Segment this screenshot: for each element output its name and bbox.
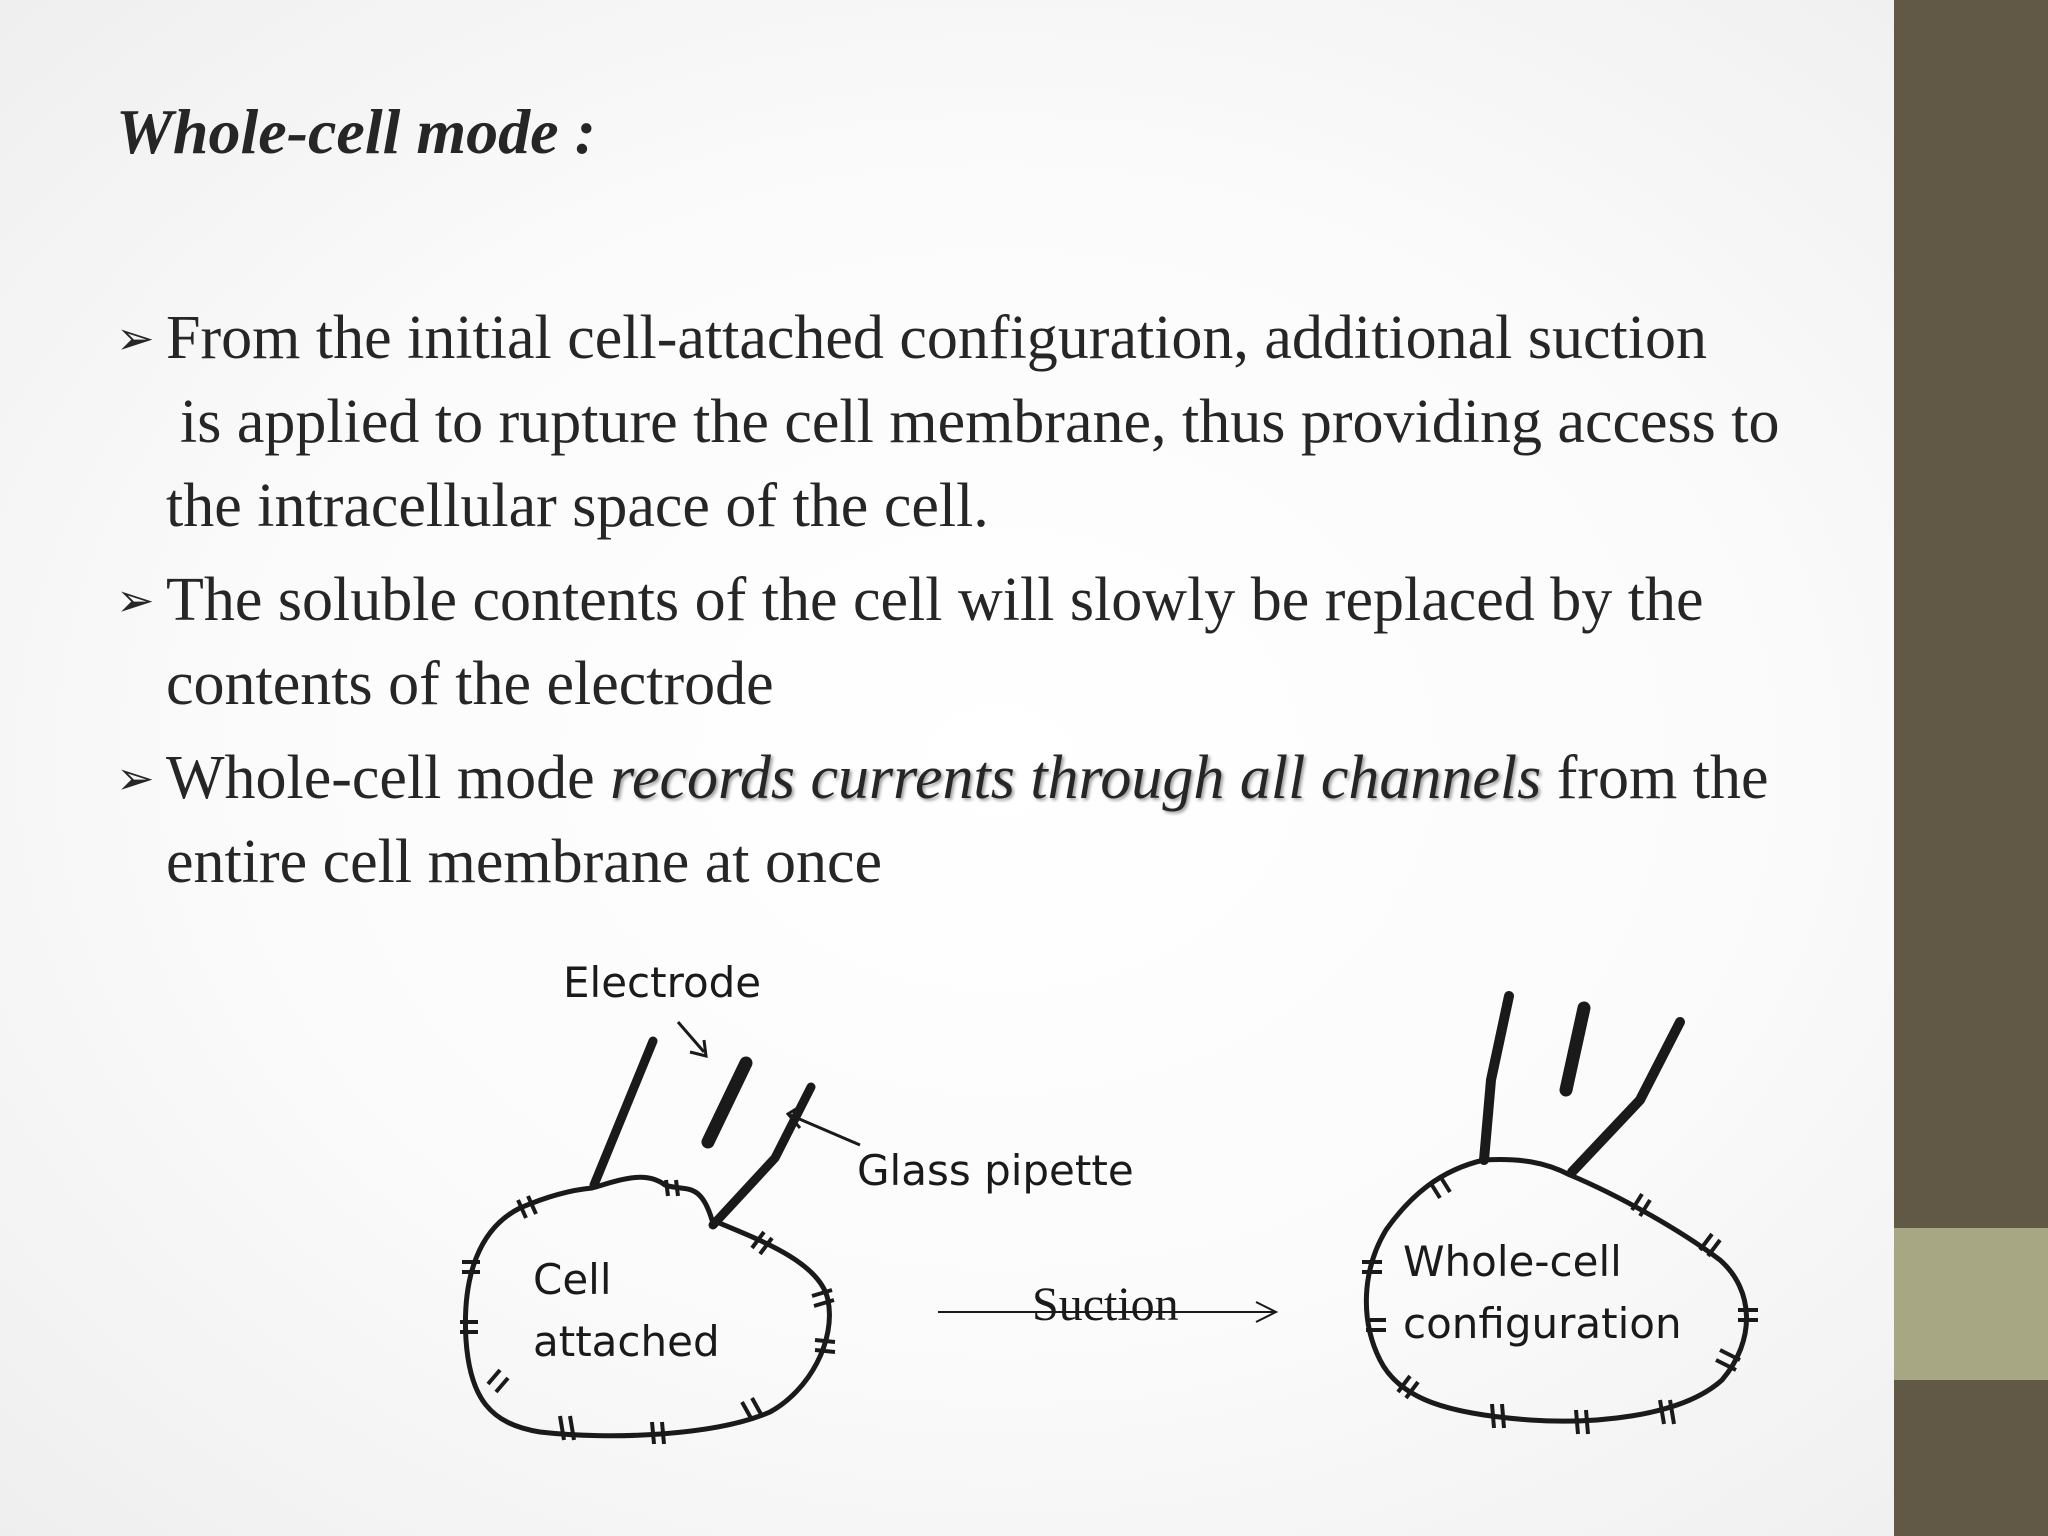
pipette-pointer-head [785,1102,805,1129]
bullet-arrow-icon: ➢ [116,573,155,627]
bullet-arrow-icon: ➢ [116,751,155,805]
whole-cell-pipette-right [1567,1017,1685,1177]
bullet-item-1: ➢ From the initial cell-attached configu… [116,296,1976,548]
bullet-1-line-3: the intracellular space of the cell. [166,472,989,540]
bullet-2-line-1: The soluble contents of the cell will sl… [166,566,1704,634]
bullet-3-line-1: Whole-cell mode records currents through… [166,736,1976,820]
suction-arrow-head [1255,1301,1279,1323]
electrode-label: Electrode [563,958,761,1007]
bullet-1-line-2: is applied to rupture the cell membrane,… [180,388,1780,456]
pipette-pointer [789,1113,861,1147]
bullet-3-emphasis: records currents through all channels [610,744,1542,812]
sidebar-accent-block [1894,1228,2048,1380]
whole-cell-pipette-left [1479,991,1514,1165]
glass-pipette-label: Glass pipette [857,1146,1134,1195]
cell-attached-label-line-2: attached [533,1317,720,1366]
bullet-3-text-start: Whole-cell mode [166,744,611,812]
bullet-1-line-1: From the initial cell-attached configura… [166,304,1707,372]
ion-channels [460,1179,836,1445]
whole-cell-membrane [1363,1157,1749,1424]
cell-attached-label-line-1: Cell [533,1255,612,1304]
suction-label: Suction [1032,1278,1179,1331]
bullet-3-text-end: from the [1541,744,1769,812]
bullet-1-line-2-wrap: is applied to rupture the cell membrane,… [166,380,1976,464]
pipette-left-wall [589,1036,658,1190]
bullet-arrow-icon: ➢ [116,311,155,365]
cell-attached-figure: Electrode Glass pipette Cell attached [460,958,1134,1445]
bullet-3-line-2: entire cell membrane at once [166,828,883,896]
whole-cell-label-line-2: configuration [1403,1299,1682,1348]
slide-title: Whole-cell mode : [116,96,596,167]
whole-cell-label-line-1: Whole-cell [1403,1237,1622,1286]
electrode-pointer [676,1021,706,1053]
whole-cell-electrode-wire [1559,1001,1591,1097]
bullet-item-2: ➢ The soluble contents of the cell will … [116,558,1976,726]
whole-cell-ion-channels [1362,1174,1758,1435]
suction-transition: Suction [938,1278,1279,1331]
bullet-item-3: ➢ Whole-cell mode records currents throu… [116,736,1976,904]
bullet-list: ➢ From the initial cell-attached configu… [116,296,1976,914]
pipette-right-wall [708,1082,816,1230]
electrode-pointer-head [689,1039,708,1058]
electrode-wire [701,1056,753,1149]
patch-clamp-diagram: Electrode Glass pipette Cell attached Su… [460,958,1758,1445]
bullet-2-line-2: contents of the electrode [166,650,774,718]
whole-cell-figure: Whole-cell configuration [1362,991,1758,1435]
cell-membrane [462,1174,832,1439]
